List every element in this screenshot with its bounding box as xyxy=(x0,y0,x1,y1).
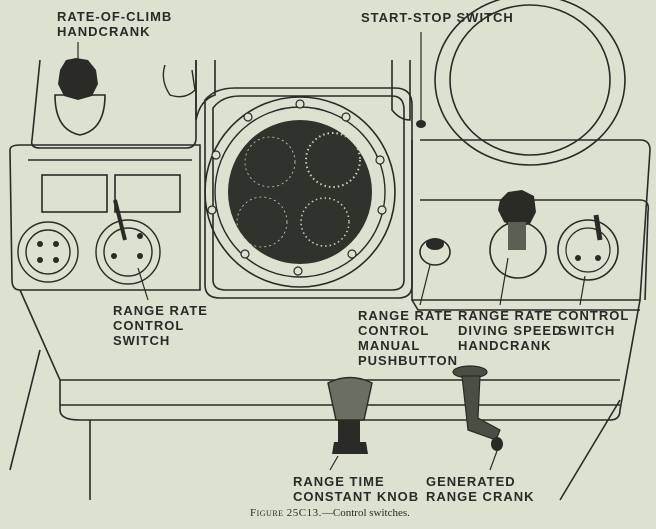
left-control-box xyxy=(9,144,201,291)
control-switch-drawing xyxy=(557,214,619,306)
diving-speed-handcrank-drawing xyxy=(489,190,547,306)
left-window-2 xyxy=(114,174,181,213)
porthole-outer xyxy=(434,0,626,166)
label-range-rate-control-switch: RANGE RATE CONTROL SWITCH xyxy=(113,303,208,348)
porthole-inner xyxy=(449,4,611,156)
label-rate-of-climb-handcrank: RATE-OF-CLIMB HANDCRANK xyxy=(57,9,173,39)
left-window-1 xyxy=(41,174,108,213)
label-range-rate-control-manual-pushbutton: RANGE RATE CONTROL MANUAL PUSHBUTTON xyxy=(358,308,459,368)
left-upper-housing xyxy=(30,59,197,149)
range-time-constant-knob-drawing xyxy=(327,376,373,471)
label-start-stop-switch: START-STOP SWITCH xyxy=(361,10,514,25)
figure-title: —Control switches. xyxy=(321,507,410,519)
label-control-switch: CONTROL SWITCH xyxy=(558,308,630,338)
start-stop-switch-drawing xyxy=(416,32,426,128)
label-range-rate-diving-speed-handcrank: RANGE RATE DIVING SPEED HANDCRANK xyxy=(458,308,563,353)
central-dial xyxy=(204,96,396,288)
label-range-time-constant-knob: RANGE TIME CONSTANT KNOB xyxy=(293,474,420,504)
label-generated-range-crank: GENERATED RANGE CRANK xyxy=(426,474,535,504)
figure-number: Figure 25C13. xyxy=(250,507,322,519)
figure-caption: Figure 25C13.—Control switches. xyxy=(250,507,410,519)
generated-range-crank-drawing xyxy=(452,365,503,471)
rate-of-climb-handcrank-drawing xyxy=(54,42,106,136)
lower-body xyxy=(19,289,641,421)
pushbutton-drawing xyxy=(419,238,451,306)
